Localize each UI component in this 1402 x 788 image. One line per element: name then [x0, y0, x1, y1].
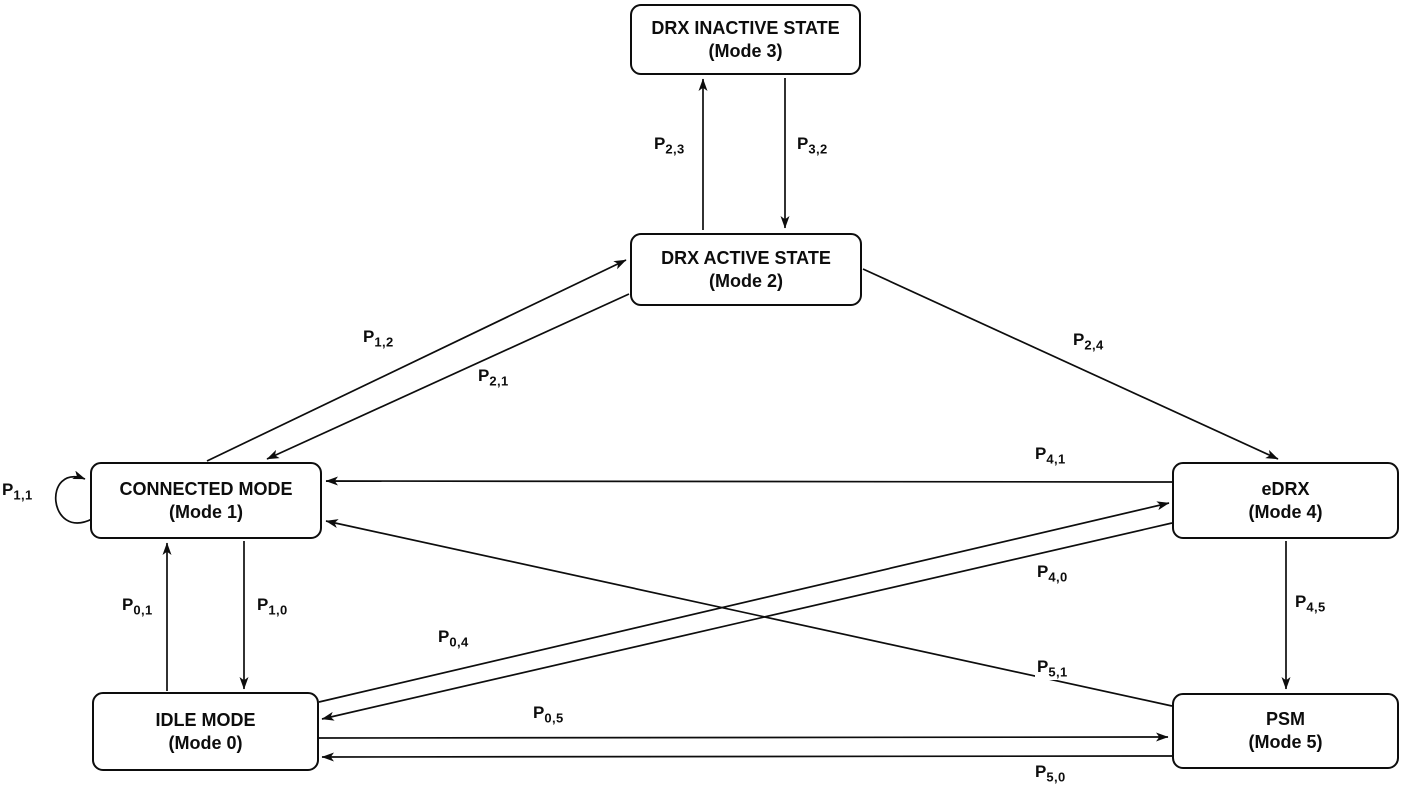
edge-label-p4-1: P4,1	[1033, 444, 1068, 467]
node-subtitle: (Mode 2)	[709, 270, 783, 291]
node-title: CONNECTED MODE	[119, 478, 293, 499]
edge-p0-4-arrow	[318, 501, 1170, 703]
edge-p0-5-arrow	[318, 732, 1169, 742]
edge-label-p3-2: P3,2	[795, 134, 830, 157]
edge-label-p2-3: P2,3	[652, 134, 687, 157]
node-title: eDRX	[1261, 478, 1310, 499]
edge-label-p0-4: P0,4	[436, 627, 471, 650]
node-subtitle: (Mode 1)	[169, 501, 243, 522]
edge-label-p0-1: P0,1	[120, 595, 155, 618]
node-edrx-mode-4: eDRX (Mode 4)	[1172, 462, 1399, 539]
edge-label-p4-5: P4,5	[1293, 592, 1328, 615]
edge-label-p4-0: P4,0	[1035, 562, 1070, 585]
edge-p5-0-arrow	[321, 752, 1173, 762]
edge-label-p0-5: P0,5	[531, 703, 566, 726]
edge-label-p1-0: P1,0	[255, 595, 290, 618]
node-title: IDLE MODE	[155, 709, 256, 730]
edge-label-p5-0: P5,0	[1033, 762, 1068, 785]
edge-label-p1-2: P1,2	[361, 327, 396, 350]
node-drx-inactive-state-mode-3: DRX INACTIVE STATE (Mode 3)	[630, 4, 861, 75]
node-subtitle: (Mode 4)	[1248, 501, 1323, 522]
node-psm-mode-5: PSM (Mode 5)	[1172, 693, 1399, 769]
node-title: DRX ACTIVE STATE	[661, 247, 831, 268]
node-connected-mode-1: CONNECTED MODE (Mode 1)	[90, 462, 322, 539]
node-subtitle: (Mode 0)	[168, 732, 243, 753]
node-idle-mode-0: IDLE MODE (Mode 0)	[92, 692, 319, 771]
node-subtitle: (Mode 5)	[1248, 732, 1323, 752]
edge-label-p5-1: P5,1	[1035, 657, 1070, 680]
node-drx-active-state-mode-2: DRX ACTIVE STATE (Mode 2)	[630, 233, 862, 306]
edge-p2-1-arrow	[266, 293, 630, 460]
node-title: PSM	[1265, 709, 1305, 729]
edge-label-p2-1: P2,1	[476, 366, 511, 389]
node-title: DRX INACTIVE STATE	[651, 17, 840, 38]
edge-p4-0-arrow	[321, 522, 1173, 721]
edge-p2-4-arrow	[862, 268, 1279, 460]
edge-label-p1-1: P1,1	[0, 480, 35, 503]
edge-p1-2-arrow	[206, 259, 627, 462]
edge-p4-1-arrow	[325, 476, 1173, 486]
edge-label-p2-4: P2,4	[1071, 330, 1106, 353]
node-subtitle: (Mode 3)	[708, 40, 783, 61]
edge-p5-1-arrow	[325, 519, 1173, 707]
edge-p1-1-self-loop	[54, 470, 93, 524]
